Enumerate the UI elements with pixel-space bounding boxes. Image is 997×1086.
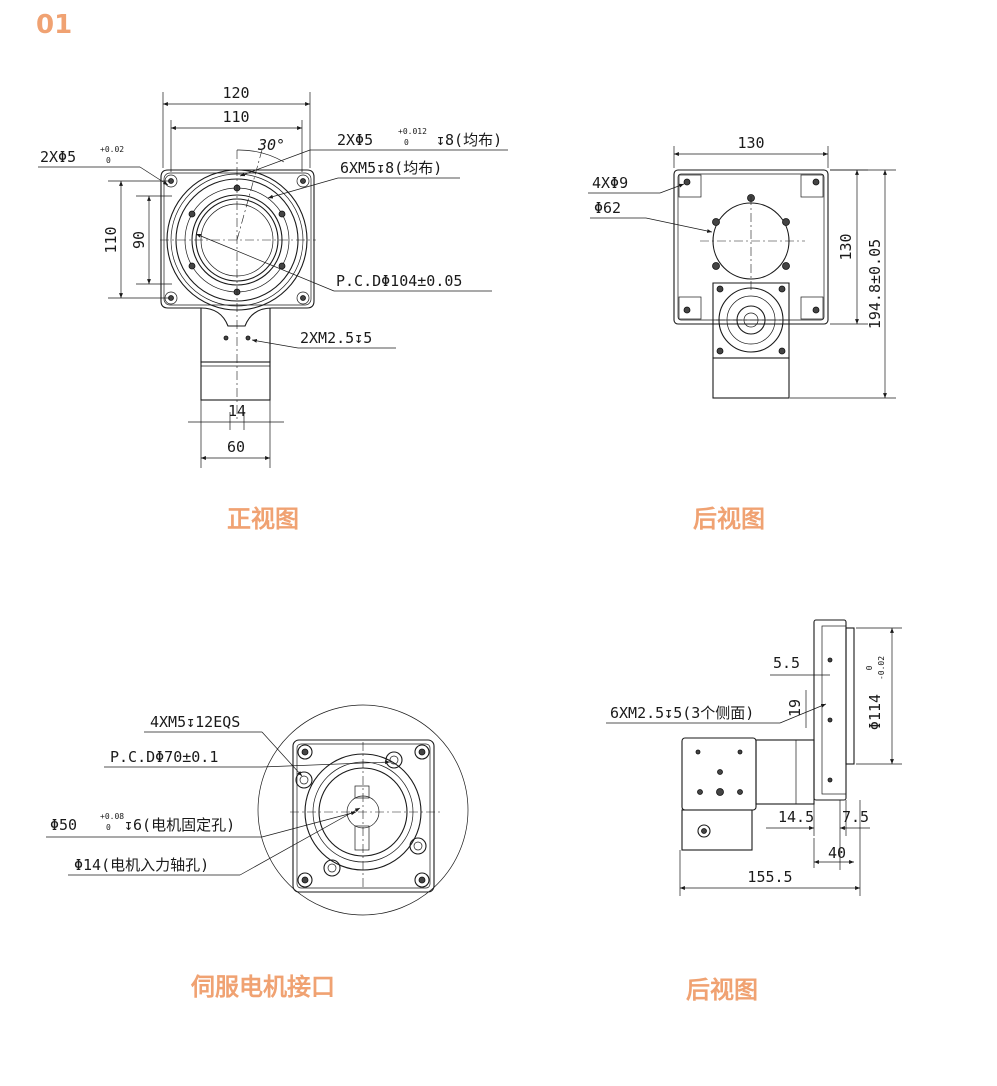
front-shaft-width: 14 (228, 402, 246, 420)
front-pin-right-tol-lower: 0 (404, 138, 409, 147)
servo-shaft: Φ14(电机入力轴孔) (74, 856, 209, 874)
side-dim-19: 19 (786, 699, 804, 717)
front-pin-right-depth: ↧8(均布) (436, 131, 502, 149)
front-pin-left-tol-upper: +0.02 (100, 145, 124, 154)
servo-spigot-note: ↧6(电机固定孔) (124, 816, 235, 834)
front-pin-right-main: 2XΦ5 (337, 131, 373, 149)
side-dim-145: 14.5 (778, 808, 814, 826)
front-height-inner: 90 (130, 231, 148, 249)
caption-rear-bottom: 后视图 (686, 976, 758, 1004)
side-dim-55: 5.5 (773, 654, 800, 672)
rear-top-total-height: 194.8±0.05 (866, 239, 884, 329)
servo-thread: 4XM5↧12EQS (150, 713, 240, 731)
side-dim-75: 7.5 (842, 808, 869, 826)
side-total-length: 155.5 (747, 868, 792, 886)
front-pin-left-tol-lower: 0 (106, 156, 111, 165)
front-base-width: 60 (227, 438, 245, 456)
servo-interface-view: 4XM5↧12EQS P.C.DΦ70±0.1 Φ50 +0.08 0 ↧6(电… (46, 704, 469, 916)
side-dim-40: 40 (828, 844, 846, 862)
side-thread: 6XM2.5↧5(3个侧面) (610, 704, 754, 722)
front-height-outer: 110 (102, 226, 120, 253)
rear-top-holes: 4XΦ9 (592, 174, 628, 192)
front-angle: 30° (257, 136, 285, 154)
front-pcd: P.C.DΦ104±0.05 (336, 272, 462, 290)
servo-spigot-tol-lower: 0 (106, 823, 111, 832)
front-width-inner: 110 (222, 108, 249, 126)
rear-top-bore: Φ62 (594, 199, 621, 217)
caption-front: 正视图 (227, 505, 299, 533)
rear-top-width: 130 (737, 134, 764, 152)
side-dia-tol-upper: 0 (865, 665, 874, 670)
front-side-thread: 2XM2.5↧5 (300, 329, 372, 347)
front-width-outer: 120 (222, 84, 249, 102)
servo-spigot-main: Φ50 (50, 816, 77, 834)
front-view: 120 110 30° 2XΦ5 +0.02 0 2XΦ5 +0.012 0 ↧… (38, 84, 508, 468)
side-dia-tol-lower: -0.02 (877, 656, 886, 680)
servo-pcd: P.C.DΦ70±0.1 (110, 748, 218, 766)
caption-rear-top: 后视图 (693, 505, 765, 533)
front-pin-right-tol-upper: +0.012 (398, 127, 427, 136)
front-pin-left-main: 2XΦ5 (40, 148, 76, 166)
side-dia-main: Φ114 (866, 694, 884, 730)
servo-spigot-tol-upper: +0.08 (100, 812, 124, 821)
front-body-outline (160, 169, 315, 327)
section-number: 01 (36, 10, 72, 40)
caption-servo: 伺服电机接口 (190, 973, 335, 1001)
rear-view-top: 130 4XΦ9 Φ62 130 194.8±0.05 (588, 134, 896, 399)
rear-view-bottom: 5.5 19 6XM2.5↧5(3个侧面) Φ114 0 -0.02 14.5 … (606, 619, 902, 896)
front-thread: 6XM5↧8(均布) (340, 159, 442, 177)
rear-top-height: 130 (837, 233, 855, 260)
